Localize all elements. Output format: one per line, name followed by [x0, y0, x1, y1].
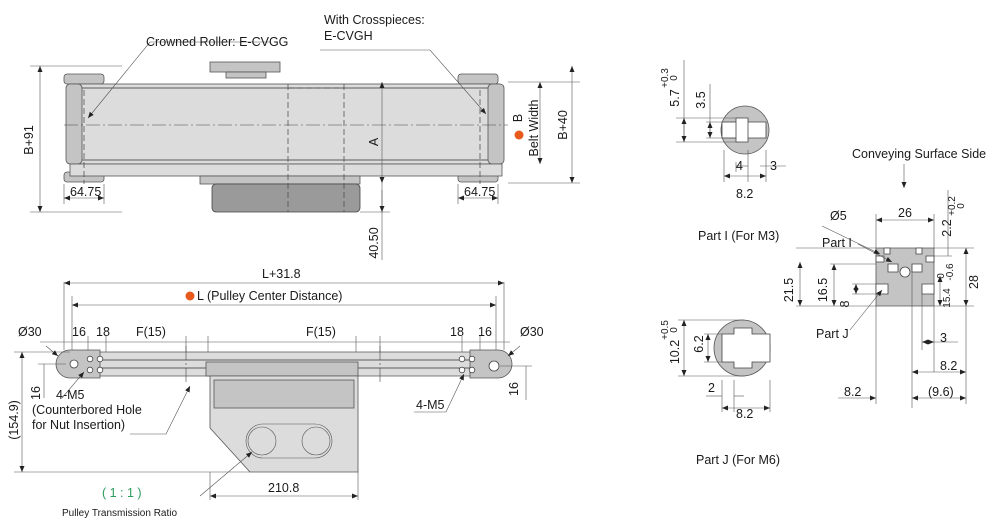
dim-82-b: 8.2 [844, 385, 861, 399]
dim-22: 2.2 [940, 219, 954, 236]
part-i-dim-57: 5.7 [668, 89, 682, 106]
dim-b40: B+40 [556, 110, 570, 140]
dim-26: 26 [898, 206, 912, 220]
part-j-dim-102: 10.2 [668, 340, 682, 364]
tol-154-up: 0 [936, 273, 947, 279]
tol-22-up: +0.2 [947, 196, 958, 216]
step-marker-icon [514, 130, 524, 140]
dim-1549: (154.9) [7, 400, 21, 440]
dim-96: (9.6) [928, 385, 954, 399]
top-view: Crowned Roller: E-CVGG With Crosspieces:… [22, 13, 580, 260]
dim-8: 8 [838, 300, 852, 307]
crosspieces-label-1: With Crosspieces: [324, 13, 425, 27]
counterbored-label-1: (Counterbored Hole [32, 403, 142, 417]
dim-16-c: 16 [29, 386, 43, 400]
dia30-right: Ø30 [520, 325, 544, 339]
dim-16-a: 16 [72, 325, 86, 339]
crowned-roller-label: Crowned Roller: E-CVGG [146, 35, 288, 49]
dim-b: B [511, 114, 525, 122]
pulley-center-label: L (Pulley Center Distance) [197, 289, 342, 303]
dim-82-a: 8.2 [940, 359, 957, 373]
ratio-label: Pulley Transmission Ratio [62, 508, 177, 519]
part-j-dim-2: 2 [708, 381, 715, 395]
ratio-value: ( 1 : 1 ) [102, 486, 142, 500]
dim-a: A [367, 137, 381, 146]
crosspieces-label-2: E-CVGH [324, 29, 373, 43]
part-j-dim-62: 6.2 [692, 335, 706, 352]
part-i-dim-3: 3 [770, 159, 777, 173]
f15-left: F(15) [136, 325, 166, 339]
dia30-left: Ø30 [18, 325, 42, 339]
dim-6475-right: 64.75 [464, 185, 495, 199]
belt-width-label: Belt Width [527, 99, 541, 156]
tol-22-lo: 0 [956, 203, 967, 209]
dim-3: 3 [940, 331, 947, 345]
dim-6475-left: 64.75 [70, 185, 101, 199]
dim-16-d: 16 [507, 382, 521, 396]
dia5-label: Ø5 [830, 209, 847, 223]
dim-165: 16.5 [816, 278, 830, 302]
step-marker-icon [185, 291, 195, 301]
dim-18-b: 18 [450, 325, 464, 339]
dim-4050: 40.50 [367, 227, 381, 258]
dim-2108: 210.8 [268, 481, 299, 495]
part-i-dim-35: 3.5 [694, 91, 708, 108]
part-j-label: Part J (For M6) [696, 453, 780, 467]
part-i-tol-lo: 0 [669, 75, 680, 81]
part-i-ref: Part I [822, 236, 852, 250]
dim-b91: B+91 [22, 125, 36, 155]
dim-16-b: 16 [478, 325, 492, 339]
profile-section: Conveying Surface Side Ø5 26 2.2 +0.2 0 … [782, 147, 986, 408]
part-i-dim-4: 4 [736, 159, 743, 173]
f15-right: F(15) [306, 325, 336, 339]
dim-18-a: 18 [96, 325, 110, 339]
part-i-tol-up: +0.3 [660, 68, 671, 88]
m5-right-label: 4-M5 [416, 398, 445, 412]
part-j-tol-up: +0.5 [660, 320, 671, 340]
part-j-ref: Part J [816, 327, 849, 341]
dim-154: 15.4 [942, 288, 953, 308]
side-view: L+31.8 L (Pulley Center Distance) Ø30 Ø3… [7, 267, 544, 519]
tol-154-lo: -0.6 [945, 263, 956, 281]
conveying-side-label: Conveying Surface Side [852, 147, 986, 161]
m5-left-label: 4-M5 [56, 388, 85, 402]
part-i-detail: 5.7 +0.3 0 3.5 4 3 8.2 Part I (For M3) [660, 60, 786, 243]
part-j-detail: 10.2 +0.5 0 6.2 2 8.2 Part J (For M6) [660, 319, 780, 467]
dim-l318: L+31.8 [262, 267, 301, 281]
counterbored-label-2: for Nut Insertion) [32, 418, 125, 432]
part-i-label: Part I (For M3) [698, 229, 779, 243]
part-j-tol-lo: 0 [669, 327, 680, 333]
part-j-dim-82: 8.2 [736, 407, 753, 421]
dim-28: 28 [967, 275, 981, 289]
part-i-dim-82: 8.2 [736, 187, 753, 201]
dim-215: 21.5 [782, 278, 796, 302]
